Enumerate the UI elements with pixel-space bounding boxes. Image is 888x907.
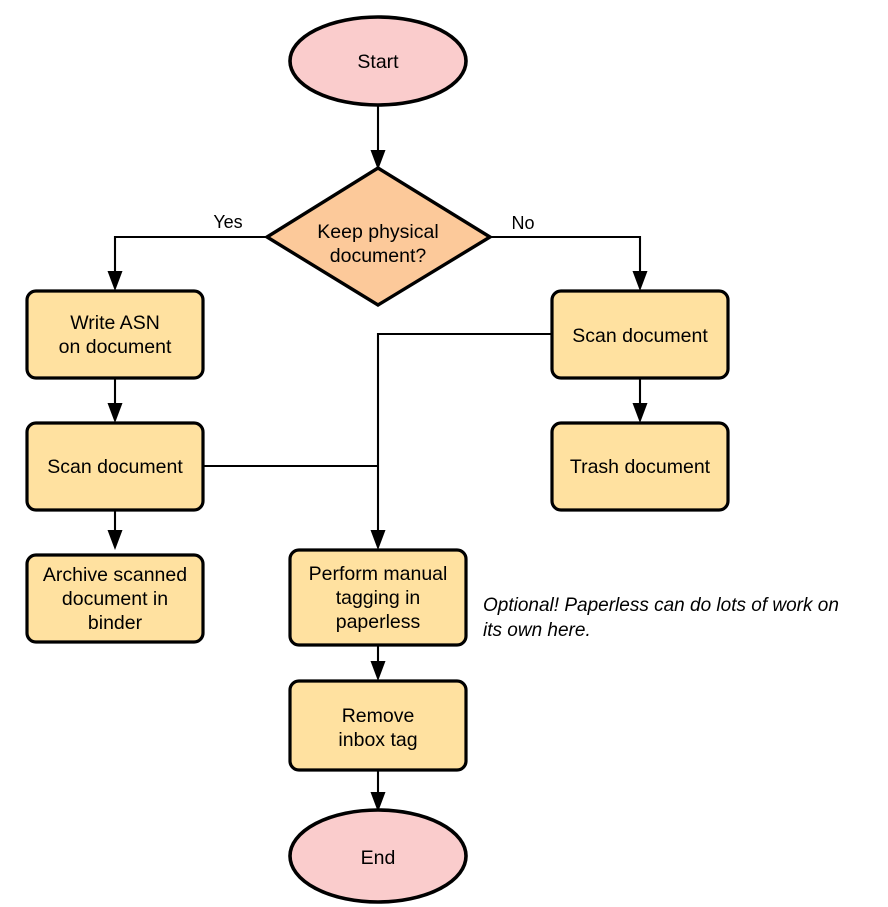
node-end-label: End	[361, 847, 396, 869]
node-tagging-label-line2: tagging in	[336, 587, 421, 609]
scan-document-right-box-shape	[550, 289, 730, 380]
node-archive-label-line2: document in	[62, 588, 168, 610]
edge-label-no: No	[511, 213, 534, 233]
edge-start-to-decision	[370, 102, 386, 170]
node-end[interactable]: End	[288, 808, 468, 904]
edge-scanright-to-tagging	[370, 332, 552, 550]
edge-writeasn-to-scanleft	[107, 378, 123, 423]
arrowhead-icon	[370, 661, 386, 681]
arrowhead-icon	[107, 403, 123, 423]
scan-document-left-box-shape	[25, 421, 205, 512]
node-remove-inbox-label-line1: Remove	[342, 705, 415, 727]
node-scan-document-left-label: Scan document	[47, 456, 183, 478]
annotation-note: Optional! Paperless can do lots of work …	[483, 595, 839, 641]
edge-tagging-to-removeinbox	[370, 645, 386, 681]
arrowhead-icon	[107, 530, 123, 550]
node-scan-document-right[interactable]: Scan document	[550, 289, 730, 380]
node-decision-keep-physical-document[interactable]: Keep physical document?	[263, 166, 494, 307]
node-tagging-label-line3: paperless	[336, 611, 421, 633]
write-asn-box-shape	[25, 289, 205, 380]
node-tagging-label-line1: Perform manual	[309, 563, 448, 585]
end-ellipse-shape	[288, 808, 468, 904]
node-archive-scanned-document[interactable]: Archive scanned document in binder	[25, 553, 205, 644]
tagging-box-shape	[288, 548, 468, 647]
node-scan-document-left[interactable]: Scan document	[25, 421, 205, 512]
arrowhead-icon	[370, 792, 386, 812]
node-start-label: Start	[357, 51, 399, 73]
node-perform-manual-tagging[interactable]: Perform manual tagging in paperless	[288, 548, 468, 647]
node-write-asn-label-line1: Write ASN	[70, 312, 160, 334]
arrowhead-icon	[107, 271, 123, 291]
decision-diamond-shape	[263, 166, 494, 307]
edge-scanleft-to-archive	[107, 510, 123, 550]
node-archive-label-line1: Archive scanned	[43, 564, 187, 586]
node-start[interactable]: Start	[288, 15, 468, 107]
node-remove-inbox-tag[interactable]: Remove inbox tag	[288, 679, 468, 772]
edge-removeinbox-to-end	[370, 770, 386, 812]
node-trash-document[interactable]: Trash document	[550, 421, 730, 512]
node-write-asn-label-line2: on document	[59, 336, 172, 358]
node-trash-document-label: Trash document	[570, 456, 711, 478]
arrowhead-icon	[632, 271, 648, 291]
edge-decision-yes	[107, 235, 267, 291]
node-decision-label-line2: document?	[330, 245, 427, 267]
archive-box-shape	[25, 553, 205, 644]
node-scan-document-right-label: Scan document	[572, 325, 708, 347]
edge-decision-no	[490, 235, 648, 291]
node-remove-inbox-label-line2: inbox tag	[338, 729, 417, 751]
node-decision-label-line1: Keep physical	[317, 221, 438, 243]
arrowhead-icon	[370, 530, 386, 550]
node-archive-label-line3: binder	[88, 612, 143, 634]
remove-inbox-box-shape	[288, 679, 468, 772]
start-ellipse-shape	[288, 15, 468, 107]
arrowhead-icon	[632, 403, 648, 423]
annotation-line2: its own here.	[483, 620, 591, 641]
edge-label-yes: Yes	[213, 212, 242, 232]
annotation-line1: Optional! Paperless can do lots of work …	[483, 595, 839, 616]
arrowhead-icon	[370, 150, 386, 170]
trash-document-box-shape	[550, 421, 730, 512]
node-write-asn[interactable]: Write ASN on document	[25, 289, 205, 380]
edge-scanright-to-trash	[632, 378, 648, 423]
